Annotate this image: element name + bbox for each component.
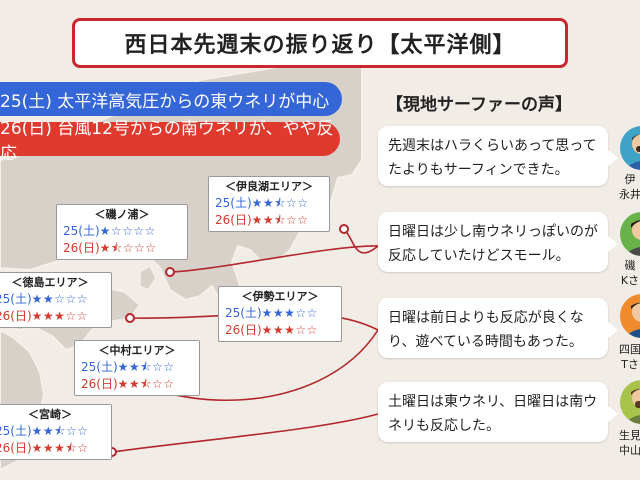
surfer-name: 生見中山 bbox=[600, 428, 640, 458]
star-rating-icon: ★★⯪☆☆ bbox=[117, 377, 175, 391]
sunday-rating: 26(日)★★★☆☆ bbox=[0, 308, 105, 325]
saturday-rating: 25(土)★★★☆☆ bbox=[225, 305, 335, 322]
surfer-name-line2: Tさ bbox=[621, 358, 639, 371]
surfer-name-line1: 伊 bbox=[624, 173, 636, 186]
rating-date: 26(日) bbox=[63, 241, 100, 255]
sunday-summary: 26(日) 台風12号からの南ウネリが、やや反応 bbox=[0, 119, 340, 164]
leader-isonoura bbox=[169, 245, 379, 273]
sunday-rating: 26(日)★★★☆☆ bbox=[225, 322, 335, 339]
rating-date: 26(日) bbox=[0, 441, 32, 455]
star-rating-icon: ★★☆☆☆ bbox=[31, 292, 88, 306]
surfer-avatar-icon bbox=[620, 212, 640, 256]
rating-date: 26(日) bbox=[225, 323, 262, 337]
awaji-island bbox=[139, 264, 157, 291]
spot-card-isonoura: ＜磯ノ浦＞ 25(土)★☆☆☆☆ 26(日)★⯪☆☆☆ bbox=[56, 204, 188, 260]
star-rating-icon: ★★★☆☆ bbox=[261, 323, 318, 337]
title-banner: 西日本先週末の振り返り【太平洋側】 bbox=[72, 18, 568, 68]
spot-card-tokushima: ＜徳島エリア＞ 25(土)★★☆☆☆ 26(日)★★★☆☆ bbox=[0, 272, 112, 328]
star-rating-icon: ★★★☆☆ bbox=[261, 306, 318, 320]
surfer-comment-bubble: 日曜は前日よりも反応が良くなり、遊べている時間もあった。 bbox=[378, 298, 618, 358]
sunday-rating: 26(日)★★⯪☆☆ bbox=[81, 376, 193, 393]
spot-card-miyazaki: ＜宮崎＞ 25(土)★★⯪☆☆ 26(日)★★★⯪☆ bbox=[0, 404, 112, 460]
star-rating-icon: ★★⯪☆☆ bbox=[251, 196, 309, 210]
star-rating-icon: ★☆☆☆☆ bbox=[99, 224, 156, 238]
spot-card-irago: ＜伊良湖エリア＞ 25(土)★★⯪☆☆ 26(日)★★⯪☆☆ bbox=[208, 176, 330, 232]
saturday-rating: 25(土)★★⯪☆☆ bbox=[215, 195, 323, 212]
surfer-voices-heading: 【現地サーファーの声】 bbox=[386, 95, 572, 115]
surfer-name: 四国 Tさ bbox=[600, 342, 640, 372]
saturday-rating: 25(土)★★⯪☆☆ bbox=[0, 423, 105, 440]
sunday-rating: 26(日)★★⯪☆☆ bbox=[215, 212, 323, 229]
spot-name: ＜伊良湖エリア＞ bbox=[225, 180, 313, 193]
surfer-name-line1: 磯 bbox=[624, 259, 636, 272]
surfer-avatar-icon bbox=[620, 294, 640, 338]
page-title: 西日本先週末の振り返り【太平洋側】 bbox=[124, 33, 516, 58]
surfer-comment-bubble: 土曜日は東ウネリ、日曜日は南ウネリも反応した。 bbox=[378, 382, 618, 442]
saturday-summary: 25(土) 太平洋高気圧からの東ウネリが中心 bbox=[0, 82, 342, 116]
spot-name: ＜宮崎＞ bbox=[28, 408, 72, 421]
spot-card-nakamura: ＜中村エリア＞ 25(土)★★⯪☆☆ 26(日)★★⯪☆☆ bbox=[74, 340, 200, 396]
sunday-summary-text: 26(日) 台風12号からの南ウネリが、やや反応 bbox=[0, 119, 334, 164]
marker-irago bbox=[339, 224, 349, 234]
saturday-rating: 25(土)★★⯪☆☆ bbox=[81, 359, 193, 376]
rating-date: 25(土) bbox=[215, 196, 252, 210]
rating-date: 25(土) bbox=[63, 224, 100, 238]
leader-miyazaki bbox=[111, 413, 379, 453]
saturday-rating: 25(土)★☆☆☆☆ bbox=[63, 223, 181, 240]
star-rating-icon: ★★⯪☆☆ bbox=[31, 424, 89, 438]
star-rating-icon: ★★★☆☆ bbox=[31, 309, 88, 323]
surfer-avatar-icon bbox=[620, 126, 640, 170]
surfer-comment-bubble: 先週末はハラくらいあって思ってたよりもサーフィンできた。 bbox=[378, 126, 618, 186]
sunday-rating: 26(日)★⯪☆☆☆ bbox=[63, 240, 181, 257]
star-rating-icon: ★★★⯪☆ bbox=[31, 441, 89, 455]
marker-tokushima bbox=[125, 313, 135, 323]
spot-name: ＜伊勢エリア＞ bbox=[241, 290, 319, 303]
marker-isonoura bbox=[165, 267, 175, 277]
rating-date: 26(日) bbox=[0, 309, 32, 323]
surfer-avatar-icon bbox=[620, 380, 640, 424]
star-rating-icon: ★★⯪☆☆ bbox=[251, 213, 309, 227]
rating-date: 25(土) bbox=[81, 360, 118, 374]
surfer-name: 磯 Kさ bbox=[600, 258, 640, 288]
rating-date: 25(土) bbox=[0, 424, 32, 438]
surfer-name: 伊永井 bbox=[600, 172, 640, 202]
spot-name: ＜徳島エリア＞ bbox=[11, 276, 89, 289]
rating-date: 26(日) bbox=[215, 213, 252, 227]
rating-date: 25(土) bbox=[0, 292, 32, 306]
saturday-summary-text: 25(土) 太平洋高気圧からの東ウネリが中心 bbox=[0, 91, 330, 112]
surfer-name-line2: Kさ bbox=[620, 274, 640, 287]
surfer-name-line2: 中山 bbox=[619, 444, 640, 457]
spot-card-ise: ＜伊勢エリア＞ 25(土)★★★☆☆ 26(日)★★★☆☆ bbox=[218, 286, 342, 342]
rating-date: 26(日) bbox=[81, 377, 118, 391]
saturday-rating: 25(土)★★☆☆☆ bbox=[0, 291, 105, 308]
surfer-comment-bubble: 日曜日は少し南ウネリっぽいのが反応していたけどスモール。 bbox=[378, 212, 618, 272]
surfer-name-line1: 四国 bbox=[619, 343, 640, 356]
spot-name: ＜中村エリア＞ bbox=[98, 344, 176, 357]
sunday-rating: 26(日)★★★⯪☆ bbox=[0, 440, 105, 457]
spot-name: ＜磯ノ浦＞ bbox=[94, 208, 150, 221]
star-rating-icon: ★★⯪☆☆ bbox=[117, 360, 175, 374]
star-rating-icon: ★⯪☆☆☆ bbox=[99, 241, 157, 255]
surfer-name-line2: 永井 bbox=[619, 188, 640, 201]
rating-date: 25(土) bbox=[225, 306, 262, 320]
leader-irago bbox=[343, 228, 379, 254]
surfer-name-line1: 生見 bbox=[619, 429, 640, 442]
